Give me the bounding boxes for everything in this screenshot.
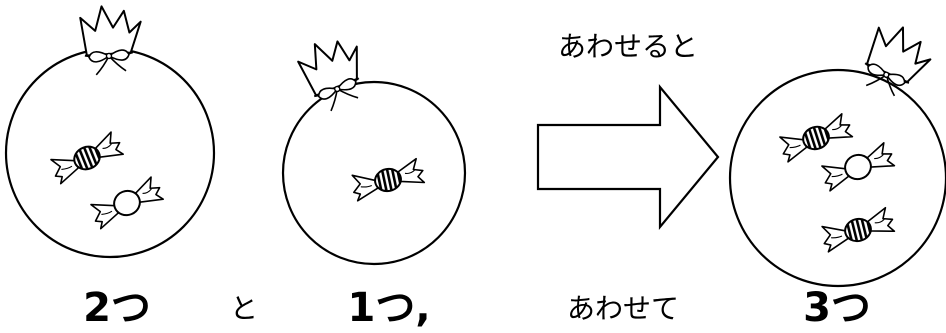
bag-2-body	[281, 80, 467, 266]
arrow-label: あわせると	[558, 30, 698, 63]
bag-1	[4, 2, 216, 259]
combine-arrow: あわせると	[536, 30, 720, 231]
caption-connector: と	[230, 292, 258, 325]
caption-combine: あわせて	[567, 292, 679, 325]
caption-total-count: 3つ	[803, 285, 871, 331]
right-arrow-icon	[536, 83, 720, 231]
bag-3	[728, 17, 946, 288]
bag-2	[281, 28, 467, 266]
caption-second-count: 1つ,	[347, 285, 430, 331]
caption-first-count: 2つ	[83, 285, 151, 331]
